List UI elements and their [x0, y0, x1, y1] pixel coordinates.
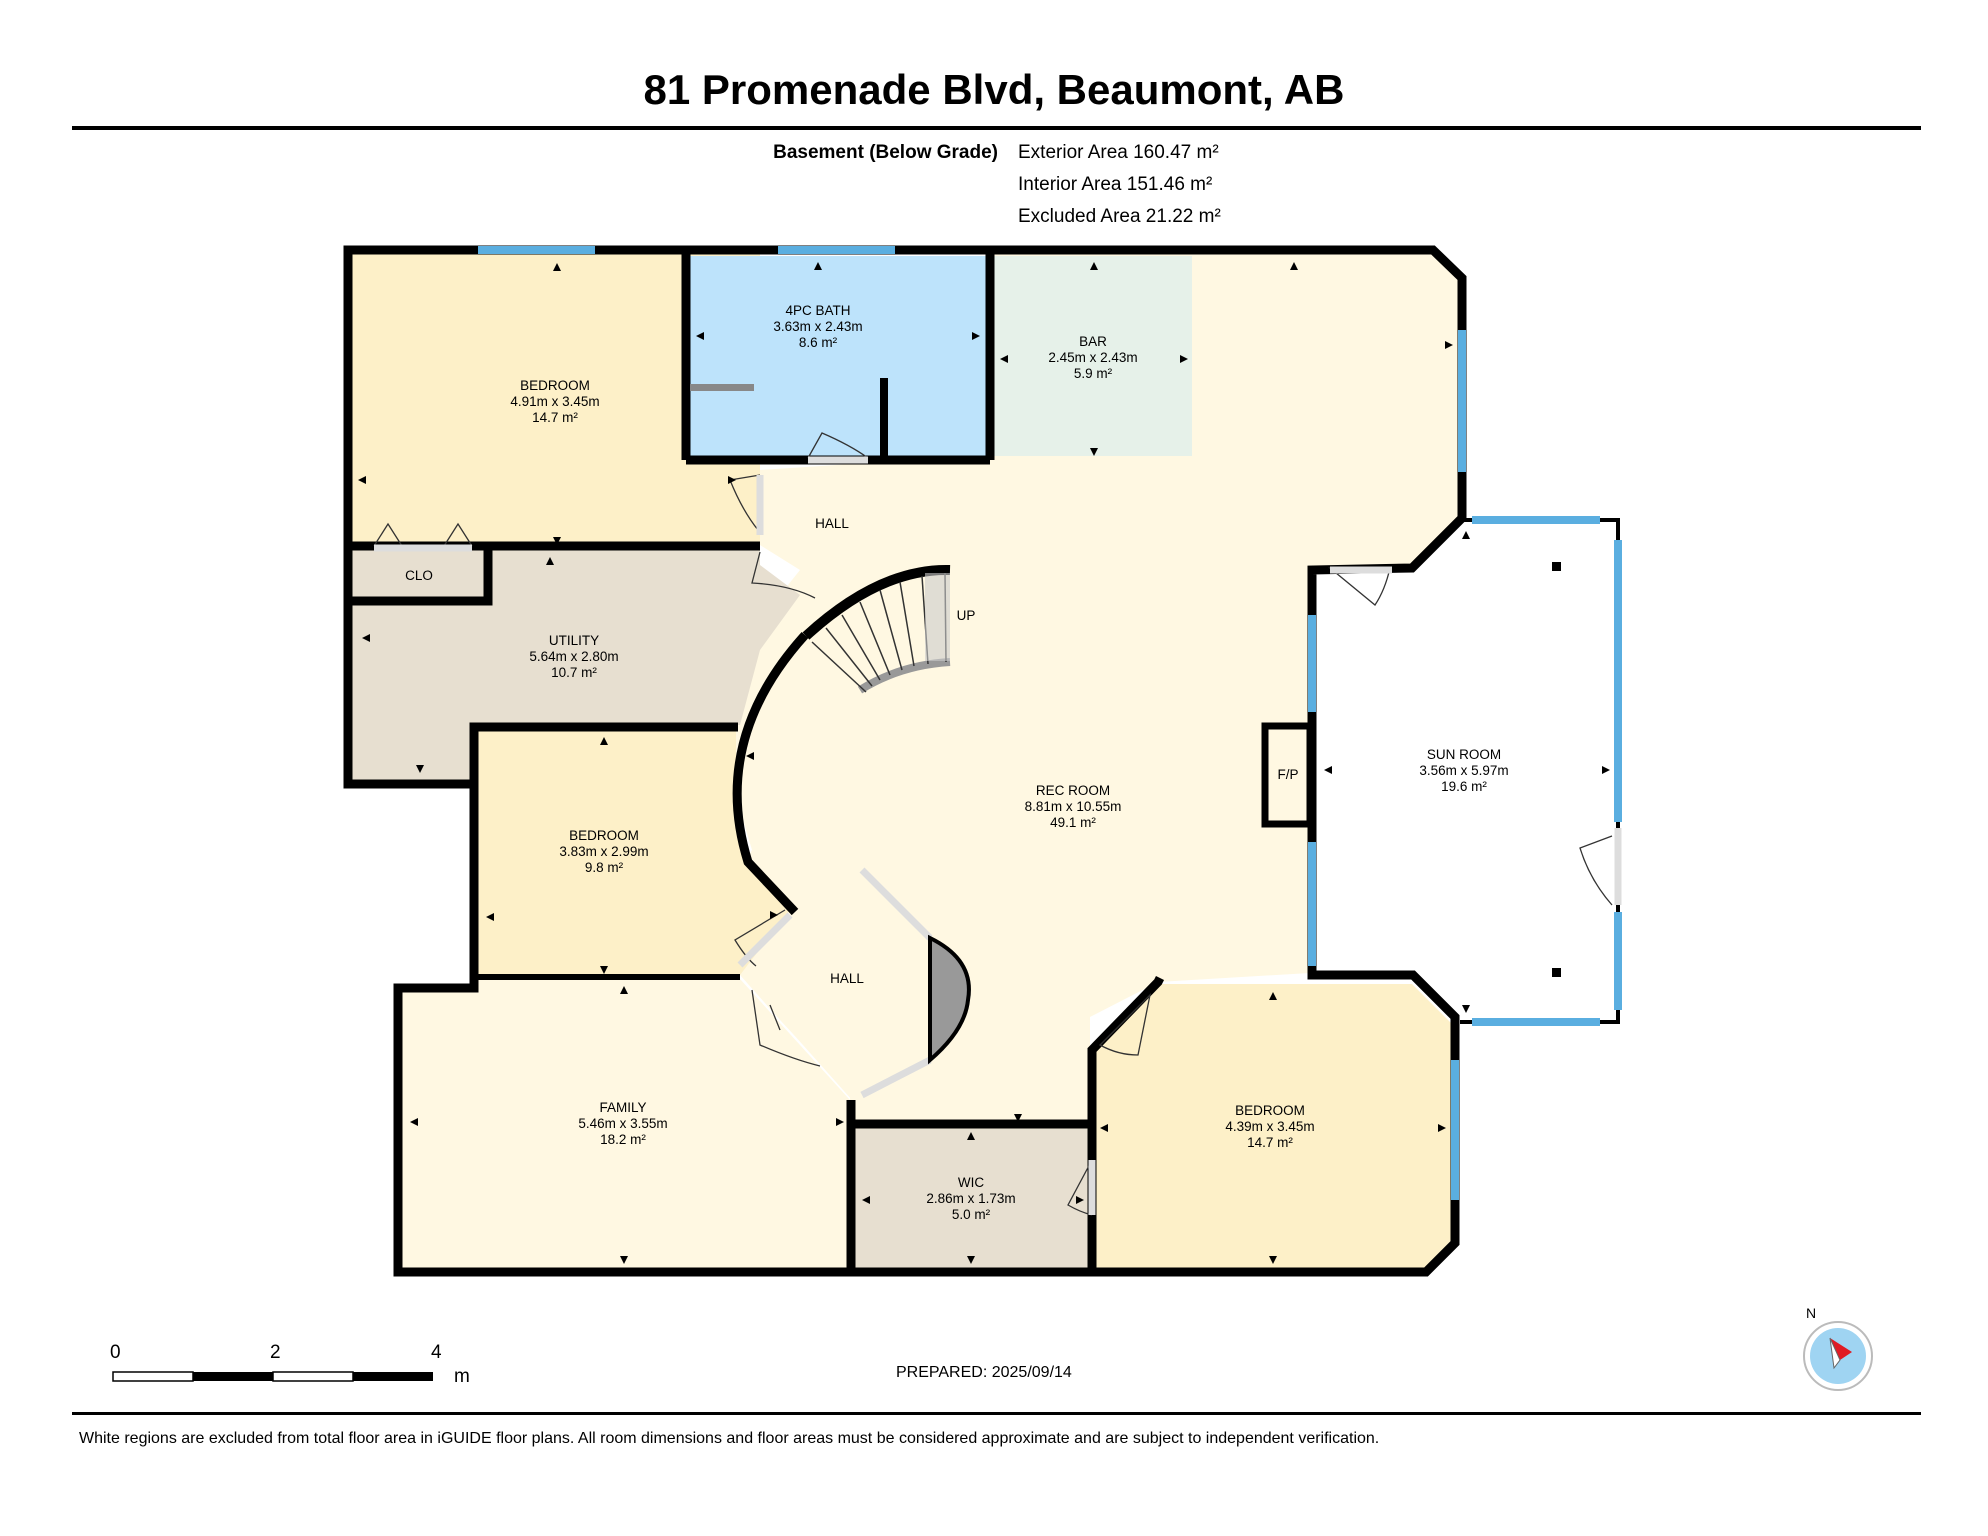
stairs-label: UP [957, 608, 976, 623]
prepared-date: PREPARED: 2025/09/14 [896, 1364, 1072, 1381]
fireplace-label: F/P [1277, 767, 1298, 782]
doors [373, 432, 1613, 1216]
door-clo-1 [373, 522, 403, 547]
rec-dims: 8.81m x 10.55m [1025, 799, 1122, 814]
bedroom-mid-dims: 3.83m x 2.99m [559, 844, 648, 859]
bedroom-se-dims: 4.39m x 3.45m [1225, 1119, 1314, 1134]
fireplace-box [1261, 722, 1314, 828]
excluded-area: Excluded Area 21.22 m² [1018, 206, 1221, 227]
door-utility [751, 551, 816, 599]
wall-clo [352, 548, 493, 606]
bedroom-mid-name: BEDROOM [569, 828, 639, 843]
hall-s-name: HALL [830, 971, 864, 986]
exterior-area: Exterior Area 160.47 m² [1018, 142, 1219, 163]
utility-area: 10.7 m² [551, 665, 597, 680]
bedroom-se-area: 14.7 m² [1247, 1135, 1293, 1150]
sun-dims: 3.56m x 5.97m [1419, 763, 1508, 778]
bedroom-se-fill [1093, 984, 1452, 1268]
wic-area: 5.0 m² [952, 1207, 991, 1222]
rec-room-fill [735, 250, 1460, 1122]
bar-area: 5.9 m² [1074, 366, 1113, 381]
scale-tick-0: 0 [110, 1342, 121, 1363]
door-clo-2 [443, 522, 473, 547]
bar-dims: 2.45m x 2.43m [1048, 350, 1137, 365]
clo-fill [352, 548, 486, 598]
interior-area: Interior Area 151.46 m² [1018, 174, 1213, 195]
bath-towel-bar [690, 384, 754, 391]
bar-fill [990, 256, 1192, 456]
sun-area: 19.6 m² [1441, 779, 1487, 794]
sun-name: SUN ROOM [1427, 747, 1501, 762]
bedroom-nw-dims: 4.91m x 3.45m [510, 394, 599, 409]
wic-fill [854, 1127, 1088, 1268]
family-name: FAMILY [599, 1100, 646, 1115]
scale-bar [112, 1371, 433, 1382]
bath-dims: 3.63m x 2.43m [773, 319, 862, 334]
door-bedroom-se [1098, 993, 1152, 1056]
page-title: 81 Promenade Blvd, Beaumont, AB [643, 66, 1345, 113]
bedroom-nw-name: BEDROOM [520, 378, 590, 393]
dimension-arrows [358, 262, 1610, 1264]
compass-north-label: N [1806, 1305, 1816, 1321]
sun-post-2 [1552, 968, 1561, 977]
bar-name: BAR [1079, 334, 1107, 349]
hall-niche [928, 934, 971, 1065]
bath-fill [688, 256, 986, 460]
wall-utility-bottom [469, 722, 738, 784]
room-fills [349, 250, 1460, 1268]
door-sun-east [1579, 835, 1613, 906]
bedroom-mid-area: 9.8 m² [585, 860, 624, 875]
stair-inner-wall [857, 658, 951, 694]
utility-fill [352, 548, 800, 780]
level-name: Basement (Below Grade) [773, 142, 998, 163]
compass-icon: N [1803, 1305, 1873, 1391]
hall-n-name: HALL [815, 516, 849, 531]
door-bath [807, 432, 869, 459]
door-openings [374, 456, 1622, 1215]
door-family [751, 989, 821, 1067]
hall-s-fill [745, 866, 930, 1100]
family-fill [402, 979, 850, 1268]
rec-name: REC ROOM [1036, 783, 1110, 798]
title-divider [72, 126, 1921, 130]
utility-dims: 5.64m x 2.80m [529, 649, 618, 664]
stair-wall [802, 564, 951, 640]
bath-name: 4PC BATH [785, 303, 850, 318]
stair-landing [925, 573, 950, 661]
family-area: 18.2 m² [600, 1132, 646, 1147]
bedroom-se-name: BEDROOM [1235, 1103, 1305, 1118]
scale-tick-2: 2 [270, 1342, 281, 1363]
door-family-2 [769, 1004, 781, 1031]
wall-curve [732, 631, 809, 916]
family-dims: 5.46m x 3.55m [578, 1116, 667, 1131]
rec-area: 49.1 m² [1050, 815, 1096, 830]
bedroom-mid-fill [478, 729, 790, 975]
wic-dims: 2.86m x 1.73m [926, 1191, 1015, 1206]
disclaimer-text: White regions are excluded from total fl… [79, 1430, 1380, 1447]
door-bedroom-mid [734, 909, 786, 967]
scale-tick-4: 4 [431, 1342, 442, 1363]
footer-divider [72, 1412, 1921, 1415]
utility-name: UTILITY [549, 633, 599, 648]
clo-name: CLO [405, 568, 433, 583]
windows [478, 246, 1622, 1200]
scale-unit: m [454, 1366, 470, 1387]
bedroom-nw-area: 14.7 m² [532, 410, 578, 425]
wic-name: WIC [958, 1175, 984, 1190]
sun-post-1 [1552, 562, 1561, 571]
bath-area: 8.6 m² [799, 335, 838, 350]
room-labels: BEDROOM 4.91m x 3.45m 14.7 m² 4PC BATH 3… [405, 303, 1509, 1222]
